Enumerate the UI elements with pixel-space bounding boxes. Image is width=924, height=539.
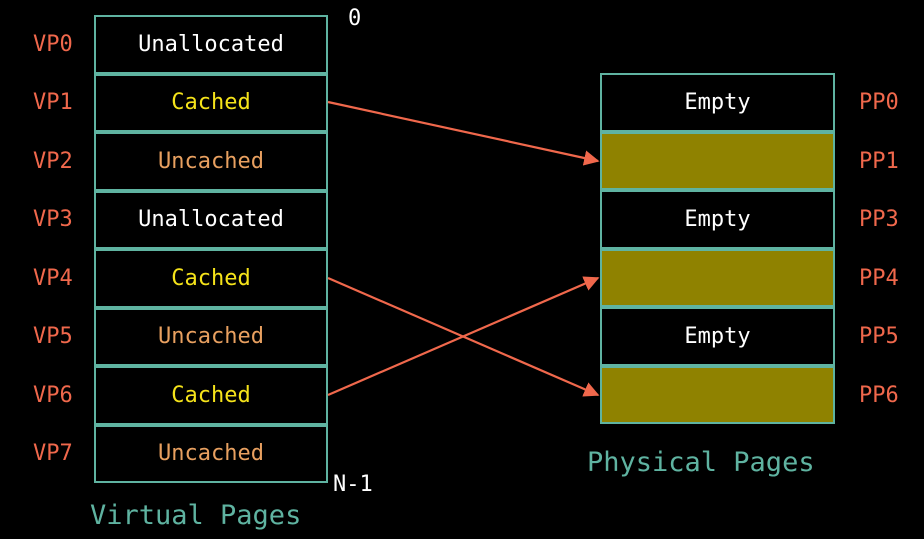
vp-state-2: Uncached [158, 148, 264, 174]
pp-cell-0: Empty [600, 73, 835, 132]
vp-cell-0: Unallocated [94, 15, 328, 74]
vp-bottom-index: N-1 [333, 472, 373, 497]
pp-cell-3 [600, 248, 835, 307]
pp-label-3: PP4 [859, 266, 899, 291]
vp-top-index: 0 [348, 6, 362, 31]
vp-cell-6: Cached [94, 366, 328, 425]
vp-cell-5: Uncached [94, 307, 328, 366]
vp-label-3: VP3 [33, 207, 73, 232]
pp-cell-1 [600, 131, 835, 190]
pp-text-0: Empty [684, 89, 751, 115]
vp-state-6: Cached [171, 382, 251, 408]
vp-label-0: VP0 [33, 32, 73, 57]
virtual-pages-caption: Virtual Pages [90, 500, 302, 531]
vp-label-5: VP5 [33, 324, 73, 349]
vp-cell-2: Uncached [94, 132, 328, 191]
vp-label-7: VP7 [33, 441, 73, 466]
vp-cell-3: Unallocated [94, 190, 328, 249]
pp-label-5: PP6 [859, 383, 899, 408]
pp-label-4: PP5 [859, 324, 899, 349]
pp-label-1: PP1 [859, 149, 899, 174]
vp-state-5: Uncached [158, 324, 264, 350]
vp-state-4: Cached [171, 265, 251, 291]
vp-state-0: Unallocated [138, 31, 284, 57]
pp-label-0: PP0 [859, 90, 899, 115]
arrow-vp1-pp1 [327, 100, 600, 166]
pp-cell-4: Empty [600, 307, 835, 366]
pp-cell-5 [600, 365, 835, 424]
vp-cell-4: Cached [94, 249, 328, 308]
vp-label-1: VP1 [33, 90, 73, 115]
arrow-vp6-pp4 [327, 276, 600, 397]
vp-state-7: Uncached [158, 441, 264, 467]
vp-cell-1: Cached [94, 73, 328, 132]
pp-label-2: PP3 [859, 207, 899, 232]
vp-label-2: VP2 [33, 149, 73, 174]
vp-state-1: Cached [171, 90, 251, 116]
physical-pages-caption: Physical Pages [587, 447, 815, 478]
pp-text-4: Empty [684, 323, 751, 349]
arrow-vp4-pp6 [327, 276, 600, 397]
vp-label-4: VP4 [33, 266, 73, 291]
vp-state-3: Unallocated [138, 207, 284, 233]
vp-label-6: VP6 [33, 383, 73, 408]
pp-text-2: Empty [684, 206, 751, 232]
pp-cell-2: Empty [600, 190, 835, 249]
vp-cell-7: Uncached [94, 424, 328, 483]
